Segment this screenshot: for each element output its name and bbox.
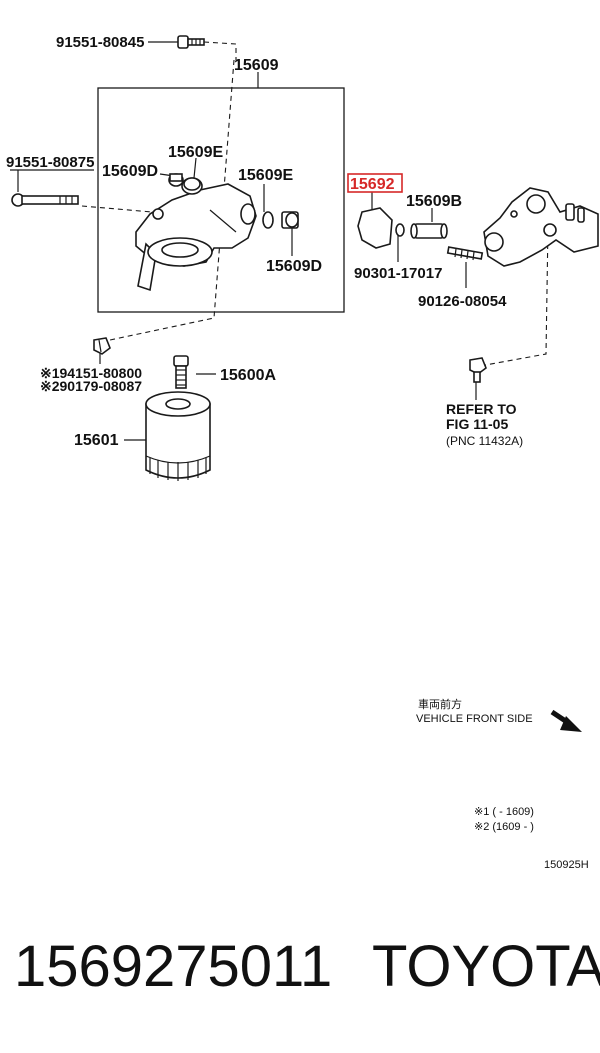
label-bolt-top[interactable]: 91551-80845 xyxy=(56,34,144,51)
label-note-1: ※1 ( - 1609) xyxy=(474,806,534,818)
housing-part xyxy=(135,177,257,292)
label-ring-right[interactable]: 15609E xyxy=(238,167,293,184)
plug-right-part xyxy=(281,211,299,229)
stud-part xyxy=(446,246,484,261)
union-part xyxy=(173,355,189,389)
label-gasket[interactable]: 15692 xyxy=(350,176,395,193)
footer-part-number: 1569275011 xyxy=(14,934,333,999)
label-bolt-bottom-1[interactable]: ※194151-80800 xyxy=(40,365,142,381)
gasket-part xyxy=(357,207,393,249)
label-bolt-bottom-2[interactable]: ※290179-08087 xyxy=(40,378,142,394)
housing-group-box xyxy=(97,87,345,313)
bolt-top-part xyxy=(177,35,205,49)
label-plug-right[interactable]: 15609D xyxy=(266,258,322,275)
label-bolt-long[interactable]: 91551-80875 xyxy=(6,154,94,171)
footer-brand: TOYOTA xyxy=(372,934,600,999)
label-refer-3: (PNC 11432A) xyxy=(446,434,523,448)
oring-part xyxy=(395,223,405,237)
label-plug-left[interactable]: 15609D xyxy=(102,163,158,180)
refer-bolt-part xyxy=(469,357,487,383)
label-union[interactable]: 15600A xyxy=(220,367,276,384)
engine-bracket-part xyxy=(483,187,599,267)
label-refer-1: REFER TO xyxy=(446,401,517,417)
bolt-bottom-part xyxy=(93,337,111,355)
label-housing[interactable]: 15609 xyxy=(234,57,279,74)
label-pipe[interactable]: 15609B xyxy=(406,193,462,210)
label-oring[interactable]: 90301-17017 xyxy=(354,265,442,282)
label-filter[interactable]: 15601 xyxy=(74,432,119,449)
label-stud[interactable]: 90126-08054 xyxy=(418,293,507,310)
bolt-long-part xyxy=(11,193,79,207)
label-front-jp: 車両前方 xyxy=(418,697,462,711)
ring-right-part xyxy=(262,211,274,229)
label-refer-2: FIG 11-05 xyxy=(446,416,508,432)
pipe-part xyxy=(410,223,448,239)
plug-left-part xyxy=(168,173,184,187)
label-ring-top[interactable]: 15609E xyxy=(168,144,223,161)
front-direction-arrow-icon xyxy=(550,709,582,732)
label-note-2: ※2 (1609 - ) xyxy=(474,821,534,833)
oil-filter-part xyxy=(145,391,211,481)
ring-top-part xyxy=(183,177,201,191)
leader-lines xyxy=(10,41,549,441)
highlight-box xyxy=(347,173,403,193)
label-code: 150925H xyxy=(544,859,589,871)
label-front-en: VEHICLE FRONT SIDE xyxy=(416,713,533,725)
